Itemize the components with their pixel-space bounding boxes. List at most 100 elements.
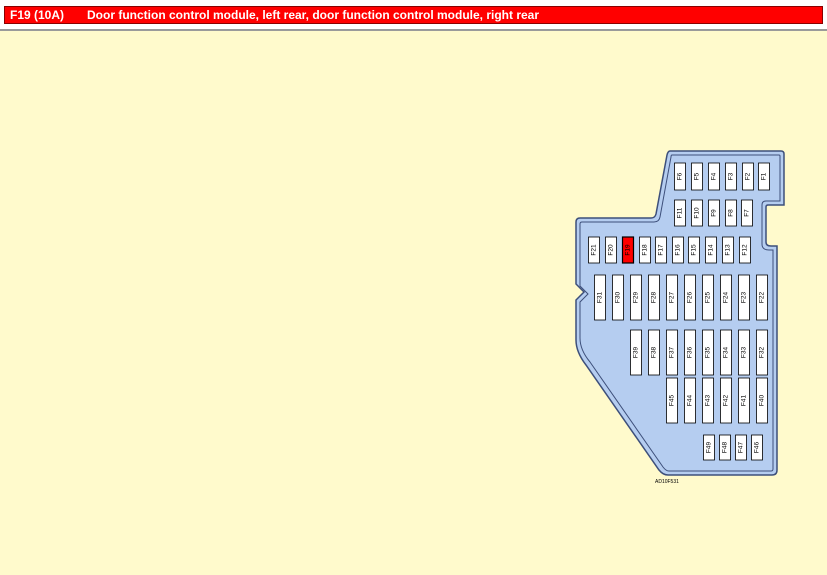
fuse-slot (666, 274, 678, 321)
fuse-f22[interactable]: F22 (756, 274, 768, 321)
fuse-label: F12 (742, 244, 749, 256)
fuse-f46[interactable]: F46 (751, 434, 763, 461)
fuse-label: F38 (651, 347, 658, 359)
fuse-f6[interactable]: F6 (674, 162, 686, 191)
fuse-slot (738, 274, 750, 321)
fuse-f17[interactable]: F17 (655, 236, 667, 264)
fuse-slot (719, 434, 731, 461)
fuse-label: F33 (741, 347, 748, 359)
fuse-slot (703, 434, 715, 461)
fuse-f5[interactable]: F5 (691, 162, 703, 191)
fuse-f32[interactable]: F32 (756, 329, 768, 376)
fuse-slot (739, 236, 751, 264)
fuse-label: F11 (677, 207, 684, 218)
fuse-f1[interactable]: F1 (758, 162, 770, 191)
fuse-f49[interactable]: F49 (703, 434, 715, 461)
fuse-slot (720, 377, 732, 424)
fuse-slot (605, 236, 617, 264)
fuse-f18[interactable]: F18 (639, 236, 651, 264)
fuse-slot (702, 329, 714, 376)
fuse-f44[interactable]: F44 (684, 377, 696, 424)
fuse-label: F21 (591, 244, 598, 256)
fuse-f8[interactable]: F8 (725, 199, 737, 227)
fuse-slot (741, 199, 753, 227)
fuse-f21[interactable]: F21 (588, 236, 600, 264)
fuse-f24[interactable]: F24 (720, 274, 732, 321)
fuse-label: F1 (761, 172, 768, 180)
fuse-f23[interactable]: F23 (738, 274, 750, 321)
fuse-label: F42 (723, 395, 730, 407)
fuse-f9[interactable]: F9 (708, 199, 720, 227)
fuse-f29[interactable]: F29 (630, 274, 642, 321)
fuse-slot (588, 236, 600, 264)
fuse-slot (666, 329, 678, 376)
fuse-f20[interactable]: F20 (605, 236, 617, 264)
fuse-slot (705, 236, 717, 264)
fuse-f26[interactable]: F26 (684, 274, 696, 321)
fuse-slot (742, 162, 754, 191)
fuse-f48[interactable]: F48 (719, 434, 731, 461)
fuse-f42[interactable]: F42 (720, 377, 732, 424)
fuse-slot (720, 329, 732, 376)
fuse-f36[interactable]: F36 (684, 329, 696, 376)
fuse-label: F4 (711, 172, 718, 180)
fuse-f33[interactable]: F33 (738, 329, 750, 376)
fuse-f40[interactable]: F40 (756, 377, 768, 424)
fuse-slot (684, 329, 696, 376)
fuse-slot (630, 274, 642, 321)
fuse-f11[interactable]: F11 (674, 199, 686, 227)
fuse-slot (758, 162, 770, 191)
fuse-f7[interactable]: F7 (741, 199, 753, 227)
fuse-label: F28 (651, 292, 658, 304)
fuse-slot (756, 377, 768, 424)
fuse-slot (621, 236, 635, 264)
fuse-f10[interactable]: F10 (691, 199, 703, 227)
fuse-label: F24 (723, 292, 730, 304)
fuse-f13[interactable]: F13 (722, 236, 734, 264)
fuse-label: F2 (745, 172, 752, 180)
fuse-label: F43 (705, 395, 712, 407)
fuse-box-outline (575, 150, 785, 476)
fuse-f28[interactable]: F28 (648, 274, 660, 321)
fuse-f43[interactable]: F43 (702, 377, 714, 424)
fuse-f27[interactable]: F27 (666, 274, 678, 321)
fuse-label: F48 (722, 442, 729, 454)
fuse-f30[interactable]: F30 (612, 274, 624, 321)
fuse-f16[interactable]: F16 (672, 236, 684, 264)
fuse-f34[interactable]: F34 (720, 329, 732, 376)
fuse-f35[interactable]: F35 (702, 329, 714, 376)
fuse-info-header: F19 (10A) Door function control module, … (4, 6, 823, 24)
fuse-slot (708, 162, 720, 191)
fuse-f39[interactable]: F39 (630, 329, 642, 376)
fuse-f14[interactable]: F14 (705, 236, 717, 264)
fuse-f3[interactable]: F3 (725, 162, 737, 191)
fuse-f25[interactable]: F25 (702, 274, 714, 321)
fuse-label: F37 (669, 347, 676, 359)
fuse-f12[interactable]: F12 (739, 236, 751, 264)
fuse-slot (648, 329, 660, 376)
fuse-slot (594, 274, 606, 321)
fuse-slot (666, 377, 678, 424)
fuse-label: F39 (633, 347, 640, 359)
fuse-label: F18 (642, 244, 649, 256)
fuse-slot (672, 236, 684, 264)
fuse-f15[interactable]: F15 (688, 236, 700, 264)
selected-fuse-label: F19 (10A) (10, 8, 65, 22)
fuse-f37[interactable]: F37 (666, 329, 678, 376)
fuse-f4[interactable]: F4 (708, 162, 720, 191)
fuse-slot (725, 199, 737, 227)
fuse-f41[interactable]: F41 (738, 377, 750, 424)
fuse-f19[interactable]: F19 (621, 236, 635, 264)
fuse-label: F40 (759, 395, 766, 407)
fuse-slot (684, 377, 696, 424)
fuse-f31[interactable]: F31 (594, 274, 606, 321)
fuse-f47[interactable]: F47 (735, 434, 747, 461)
fuse-slot (691, 162, 703, 191)
fuse-slot (738, 329, 750, 376)
fuse-f2[interactable]: F2 (742, 162, 754, 191)
fuse-label: F49 (706, 442, 713, 454)
fuse-slot (708, 199, 720, 227)
fuse-f38[interactable]: F38 (648, 329, 660, 376)
fuse-f45[interactable]: F45 (666, 377, 678, 424)
fuse-label: F19 (625, 244, 632, 256)
